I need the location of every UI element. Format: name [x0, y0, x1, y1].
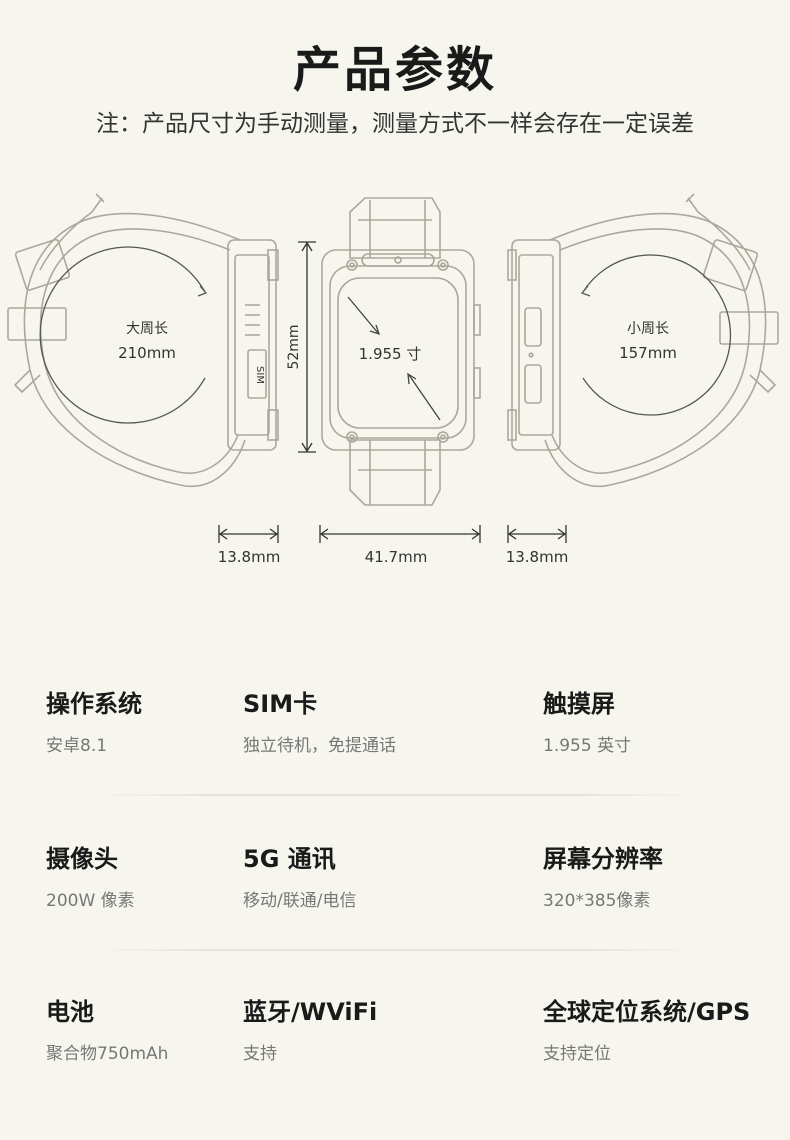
- spec-title: 蓝牙/WViFi: [243, 998, 378, 1026]
- spec-value: 1.955 英寸: [543, 736, 632, 756]
- right-thickness-label: 13.8mm: [506, 548, 569, 566]
- spec-resolution: 屏幕分辨率 320*385像素: [543, 839, 663, 911]
- watch-dimension-diagram: 大周长 210mm SIM 1.955 寸: [7, 193, 779, 566]
- spec-5g: 5G 通讯 移动/联通/电信: [243, 839, 356, 911]
- large-circumference-value: 210mm: [118, 344, 176, 362]
- height-dimension: [298, 241, 316, 453]
- page-title: 产品参数: [292, 42, 497, 98]
- spec-value: 安卓8.1: [46, 736, 108, 756]
- spec-value: 独立待机，免提通话: [243, 736, 396, 756]
- spec-title: 屏幕分辨率: [543, 845, 663, 873]
- spec-title: 5G 通讯: [243, 845, 336, 873]
- front-view: [321, 197, 481, 506]
- measurement-note: 注：产品尺寸为手动测量，测量方式不一样会存在一定误差: [96, 111, 694, 137]
- right-side-view: [507, 193, 779, 488]
- small-circumference-label: 小周长: [627, 321, 669, 337]
- height-label: 52mm: [286, 324, 302, 369]
- left-side-view: [7, 193, 279, 488]
- large-circumference-label: 大周长: [126, 321, 168, 337]
- screen-size-label: 1.955 寸: [359, 345, 422, 363]
- spec-value: 移动/联通/电信: [243, 891, 357, 911]
- spec-title: 摄像头: [46, 845, 118, 873]
- spec-value: 320*385像素: [543, 891, 651, 911]
- spec-touchscreen: 触摸屏 1.955 英寸: [543, 684, 631, 756]
- divider: [90, 949, 700, 951]
- spec-value: 支持: [243, 1044, 277, 1064]
- spec-os: 操作系统 安卓8.1: [46, 684, 142, 756]
- spec-bluetooth-wifi: 蓝牙/WViFi 支持: [243, 992, 377, 1064]
- divider: [90, 794, 700, 796]
- spec-value: 200W 像素: [46, 891, 135, 911]
- spec-gps: 全球定位系统/GPS 支持定位: [543, 992, 750, 1064]
- width-label: 41.7mm: [365, 548, 428, 566]
- spec-title: 触摸屏: [543, 690, 615, 718]
- spec-battery: 电池 聚合物750mAh: [46, 992, 168, 1064]
- spec-sim: SIM卡 独立待机，免提通话: [243, 684, 396, 756]
- small-circumference-value: 157mm: [619, 344, 677, 362]
- spec-value: 支持定位: [543, 1044, 611, 1064]
- spec-title: 全球定位系统/GPS: [543, 998, 751, 1026]
- left-thickness-label: 13.8mm: [218, 548, 281, 566]
- spec-camera: 摄像头 200W 像素: [46, 839, 135, 911]
- sim-slot-text: SIM: [254, 366, 265, 384]
- width-dimensions: [218, 525, 567, 543]
- spec-title: 电池: [46, 998, 94, 1026]
- spec-title: SIM卡: [243, 690, 318, 718]
- spec-title: 操作系统: [46, 690, 142, 718]
- spec-value: 聚合物750mAh: [46, 1044, 169, 1064]
